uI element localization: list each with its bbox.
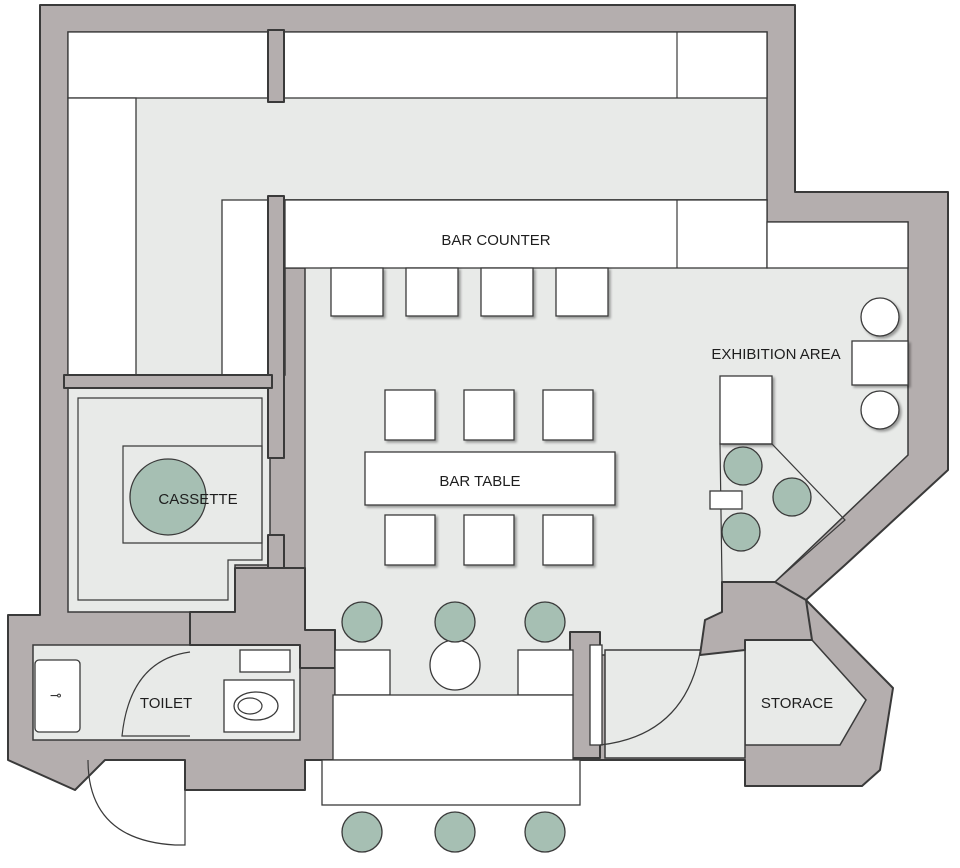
bottom-counter-floor [604,649,746,759]
faucet-icon: ⊸ [50,688,62,704]
partition-top [267,29,285,103]
bottom-round-table [429,639,481,691]
bottom-stool [524,601,566,643]
toilet-label: TOILET [140,695,192,712]
bottom-stool [434,601,476,643]
table-stool [463,389,515,441]
toilet-bowl-inner [237,697,263,715]
counter-stool [480,267,534,317]
table-stool [384,389,436,441]
bar-counter-extension [766,221,909,269]
cassette-table [129,458,207,536]
inner-shelf [221,199,273,376]
counter-stool [330,267,384,317]
exhibition-seat [772,477,812,517]
exhibition-area-label: EXHIBITION AREA [711,346,840,363]
lower-walls [189,567,813,759]
left-shelf [67,97,137,376]
outer-stool [434,811,476,853]
outer-stool [341,811,383,853]
bar-counter-label: BAR COUNTER [441,232,550,249]
bottom-counter-area [321,601,581,853]
storage-room: STORACE [761,695,833,712]
counter-stool [555,267,609,317]
sink [34,659,81,733]
storage-label: STORACE [761,695,833,712]
toilet-bowl [233,691,279,721]
partition-mid [267,195,285,459]
toilet-entry-door-swing [87,759,186,846]
lower-wall-left [189,567,336,669]
table-stool [463,514,515,566]
corridor-structures [63,29,768,459]
cassette-room-outline [77,397,263,601]
exhibition-platform [719,443,846,583]
exhibition-cabinet [719,375,773,445]
bar-counter: BAR COUNTER [284,199,909,269]
exhibition-stool [860,297,900,337]
bar-counter-top [284,199,768,269]
bottom-stool [341,601,383,643]
toilet-tank [239,649,291,673]
table-stool [542,514,594,566]
exhibition-display [709,490,743,510]
partition-horizontal [63,374,273,389]
outer-stool [524,811,566,853]
table-stool [384,514,436,566]
bar-table-label: BAR TABLE [439,473,520,490]
toilet-room: ⊸ TOILET [34,649,295,846]
top-shelf [67,31,768,99]
main-door-swing [599,639,703,746]
exhibition-table [851,340,909,386]
bottom-cabinet [517,649,574,696]
front-counter [321,759,581,806]
exhibition-area: EXHIBITION AREA [709,297,909,583]
cassette-room: CASSETTE [77,397,285,601]
counter-stools [330,267,609,317]
exhibition-seat [723,446,763,486]
back-counter [332,694,574,761]
table-stool [542,389,594,441]
door-leaf [589,644,603,746]
toilet-door-swing [121,651,191,737]
bar-table [364,451,616,506]
cassette-label: CASSETTE [158,491,237,508]
cassette-platform [122,445,263,544]
lower-wall-right [699,581,813,656]
counter-stool [405,267,459,317]
exhibition-seat [721,512,761,552]
exhibition-stool [860,390,900,430]
bar-table-group [364,389,616,566]
bottom-cabinet [334,649,391,696]
